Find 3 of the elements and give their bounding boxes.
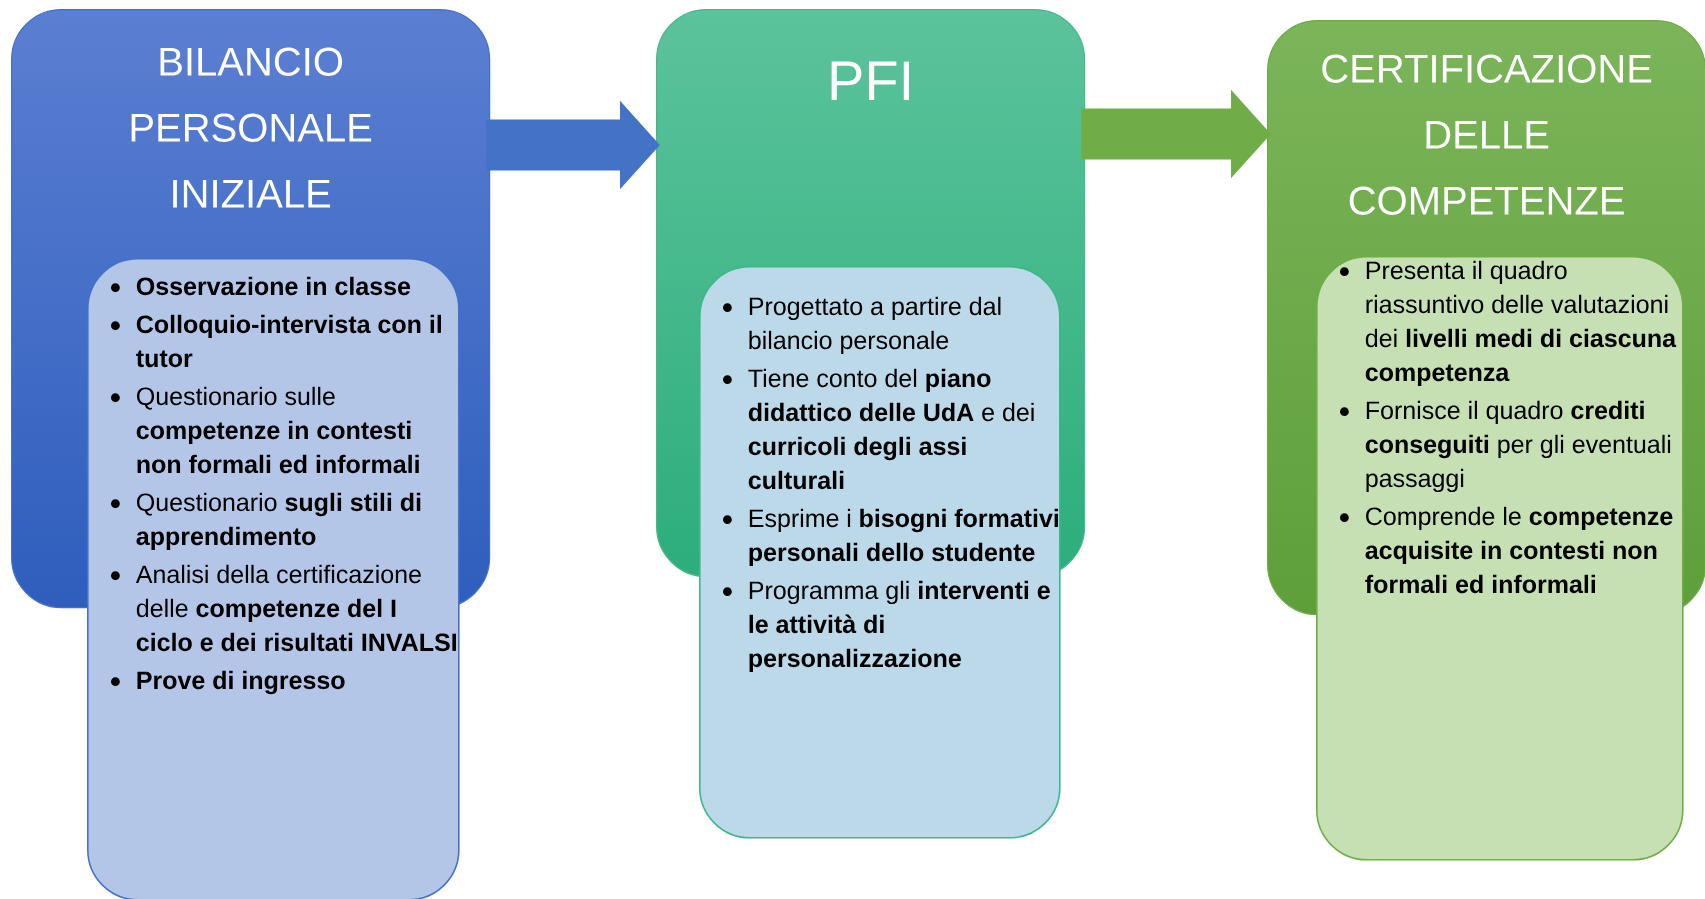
bullet-box: Osservazione in classe Colloquio-intervista con il tutor Questionario sulle competenze in contesti non formali ed informali Questionario sugli stili di apprendimento Analisi della certificazione delle competenze del I ciclo e dei risultati INVALSI Prove di ingresso <box>87 258 460 899</box>
bullet-box: Progettato a partire dal bilancio personale Tiene conto del piano didattico delle UdA e dei curricoli degli assi culturali Esprime i bisogni formativi personali dello studente Programma gli interventi e le attività di personalizzazione <box>699 266 1061 839</box>
bullet-box: Presenta il quadro riassuntivo delle valutazioni dei livelli medi di ciascuna competenza Fornisce il quadro crediti conseguiti per gli eventuali passaggi Comprende le competenze acquisite in contesti non formali ed informali <box>1316 256 1684 861</box>
